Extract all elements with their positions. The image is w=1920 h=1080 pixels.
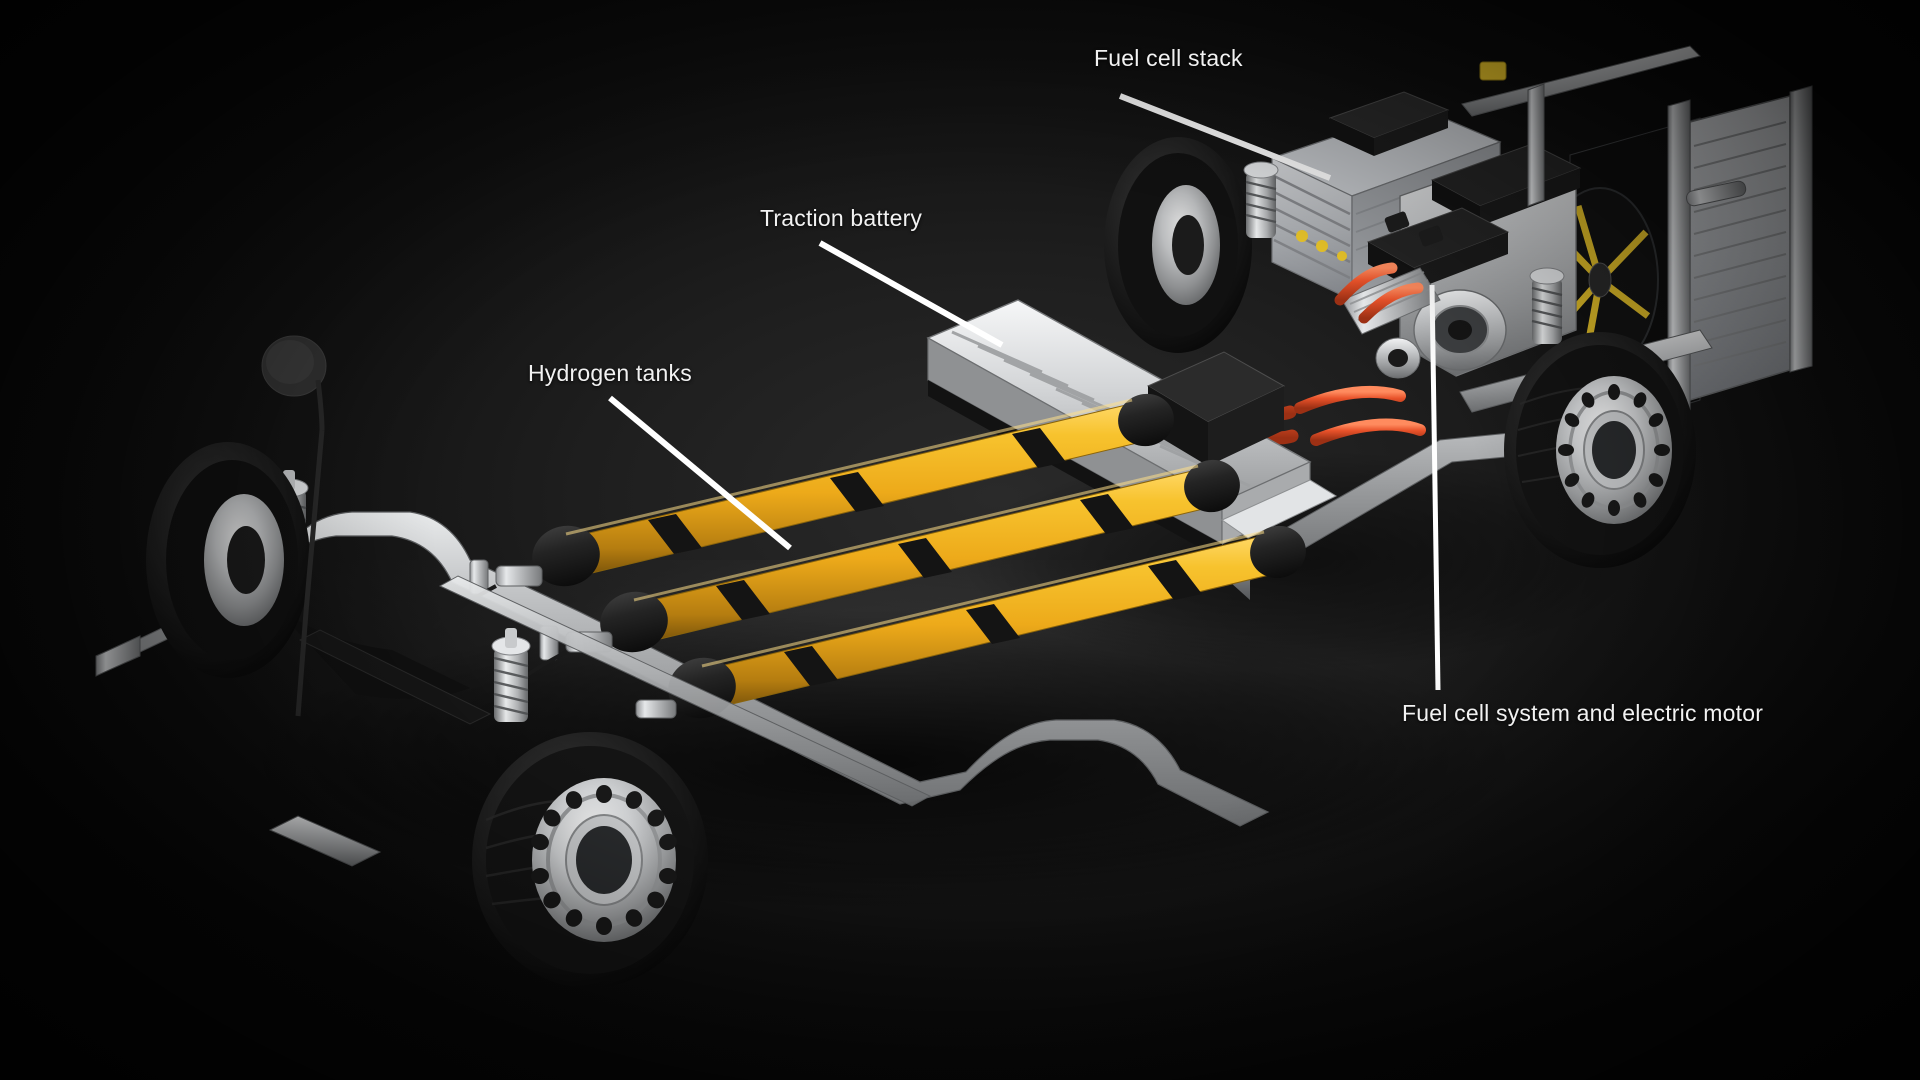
callout-label-fuel-cell-system-and-electric-motor: Fuel cell system and electric motor bbox=[1402, 700, 1764, 726]
wheel-front-left bbox=[146, 442, 310, 678]
wheel-rear-left bbox=[1104, 137, 1252, 353]
callout-label-traction-battery: Traction battery bbox=[760, 205, 923, 231]
coil-spring bbox=[1243, 161, 1279, 238]
coil-spring bbox=[491, 628, 531, 722]
leader-traction-battery bbox=[818, 240, 1004, 348]
coil-spring bbox=[1529, 267, 1565, 344]
wheel-rear-right bbox=[1504, 332, 1696, 568]
wheel-front-right bbox=[472, 732, 708, 988]
callout-label-hydrogen-tanks: Hydrogen tanks bbox=[528, 360, 692, 386]
callout-label-fuel-cell-stack: Fuel cell stack bbox=[1094, 45, 1243, 71]
